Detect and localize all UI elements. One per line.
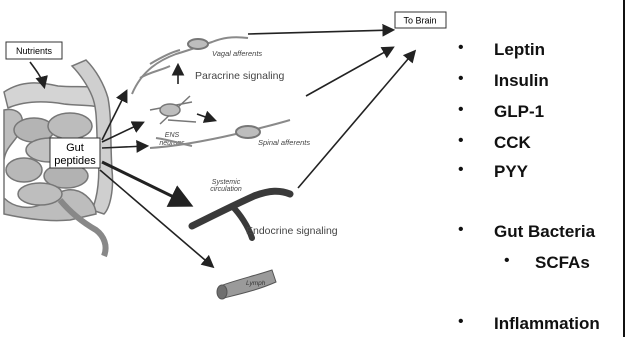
lymph-label: Lymph xyxy=(246,280,266,287)
bullet-text: SCFAs xyxy=(535,253,590,273)
spinal-afferents-label: Spinal afferents xyxy=(258,138,310,147)
gut-peptides-label-line2: peptides xyxy=(54,155,96,167)
bullet-dot-icon: • xyxy=(504,252,510,270)
paracrine-signaling-label: Paracrine signaling xyxy=(195,70,284,82)
vagal-afferents-label: Vagal afferents xyxy=(212,49,262,58)
bullet-dot-icon: • xyxy=(458,221,464,239)
ens-neurons-label-line1: ENS xyxy=(165,132,180,139)
vagal-afferent-nerve xyxy=(132,37,248,94)
bullet-text: Gut Bacteria xyxy=(494,222,595,242)
bullet-text: Inflammation xyxy=(494,314,600,334)
bullet-text: GLP-1 xyxy=(494,102,544,122)
bullet-dot-icon: • xyxy=(458,101,464,119)
bullet-text: CCK xyxy=(494,133,531,153)
gut-peptides-label-line1: Gut xyxy=(66,142,84,154)
bullet-dot-icon: • xyxy=(458,39,464,57)
to-brain-label: To Brain xyxy=(403,16,436,26)
endocrine-signaling-label: Endocrine signaling xyxy=(246,225,338,237)
nutrients-label: Nutrients xyxy=(16,46,53,56)
bullet-dot-icon: • xyxy=(458,70,464,88)
bullet-dot-icon: • xyxy=(458,313,464,331)
bullet-text: Insulin xyxy=(494,71,549,91)
ens-neurons xyxy=(150,96,196,124)
bullet-dot-icon: • xyxy=(458,132,464,150)
bullet-list: • Leptin • Insulin • GLP-1 • CCK • PYY •… xyxy=(458,0,628,337)
bullet-dot-icon: • xyxy=(458,161,464,179)
systemic-circulation-label-line2: circulation xyxy=(210,186,242,193)
systemic-circulation-label-line1: Systemic xyxy=(212,179,241,186)
bullet-text: PYY xyxy=(494,162,528,182)
bullet-text: Leptin xyxy=(494,40,545,60)
